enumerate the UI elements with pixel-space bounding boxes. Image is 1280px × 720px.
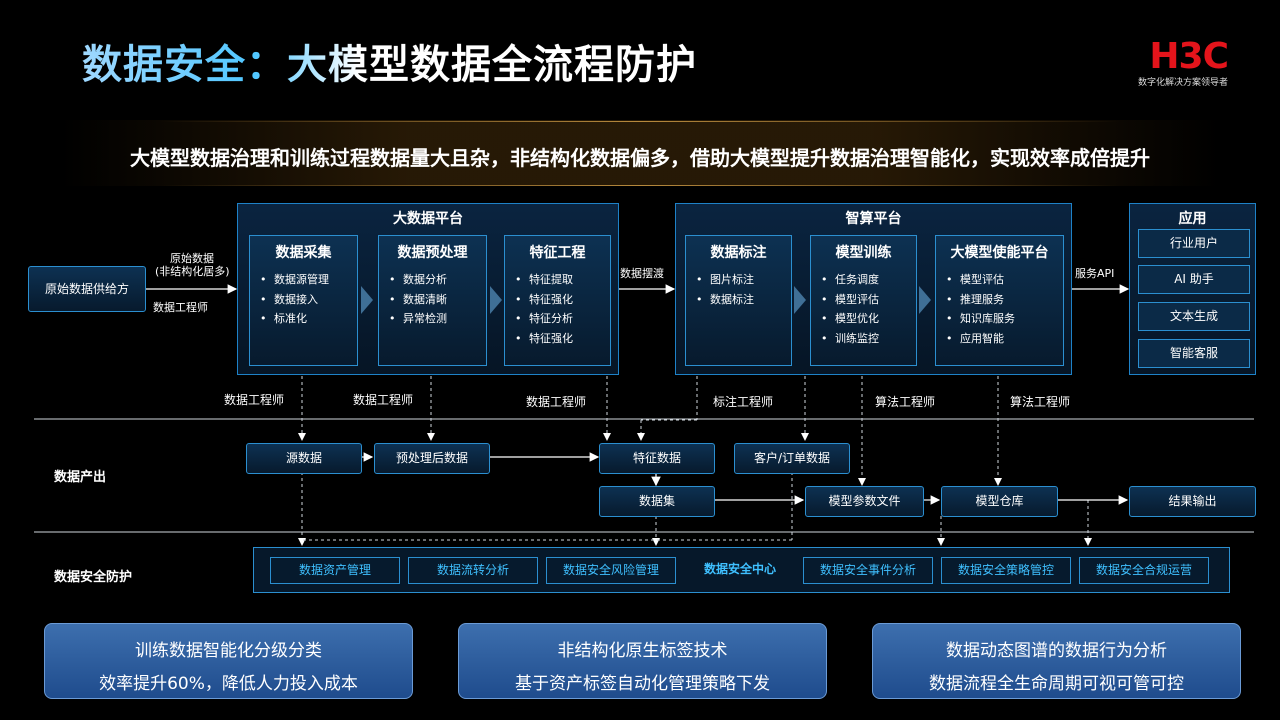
module-item: 任务调度: [821, 270, 916, 290]
highlight-detail: 基于资产标签自动化管理策略下发: [515, 674, 770, 694]
source-role-label: 数据工程师: [153, 301, 208, 314]
app-text-generation[interactable]: 文本生成: [1138, 302, 1250, 331]
role-label: 算法工程师: [875, 395, 936, 409]
highlight-card: 非结构化原生标签技术 基于资产标签自动化管理策略下发: [458, 623, 827, 699]
h3c-logo: H3C: [1149, 36, 1229, 77]
output-preprocessed-data[interactable]: 预处理后数据: [374, 443, 490, 474]
module-title: 数据标注: [710, 245, 767, 261]
module-feature-engineering[interactable]: 特征工程 特征提取 特征强化 特征分析 特征强化: [504, 235, 611, 366]
module-llm-enablement[interactable]: 大模型使能平台 模型评估 推理服务 知识库服务 应用智能: [935, 235, 1064, 366]
sec-data-event-analysis[interactable]: 数据安全事件分析: [803, 557, 933, 584]
role-label: 数据工程师: [224, 393, 285, 407]
module-title: 大模型使能平台: [950, 245, 1049, 261]
app-ai-assistant[interactable]: AI 助手: [1138, 265, 1250, 294]
module-data-preprocessing[interactable]: 数据预处理 数据分析 数据清晰 异常检测: [378, 235, 487, 366]
raw-data-label: 原始数据: [170, 252, 214, 265]
output-result[interactable]: 结果输出: [1129, 486, 1256, 517]
output-dataset[interactable]: 数据集: [599, 486, 715, 517]
data-security-section-label: 数据安全防护: [54, 570, 133, 585]
module-item: 数据标注: [696, 290, 791, 310]
output-model-repository[interactable]: 模型仓库: [941, 486, 1058, 517]
highlight-title: 非结构化原生标签技术: [557, 641, 728, 661]
module-item: 推理服务: [946, 290, 1063, 310]
module-item: 数据源管理: [260, 270, 357, 290]
highlight-card: 数据动态图谱的数据行为分析 数据流程全生命周期可视可管可控: [872, 623, 1241, 699]
compute-platform: 智算平台 数据标注 图片标注 数据标注 模型训练 任务调度 模型评估 模型优化 …: [675, 203, 1072, 375]
module-data-annotation[interactable]: 数据标注 图片标注 数据标注: [685, 235, 792, 366]
big-data-platform-title: 大数据平台: [393, 211, 463, 227]
chevron-right-icon: [919, 286, 931, 314]
subtitle: 大模型数据治理和训练过程数据量大且杂，非结构化数据偏多，借助大模型提升数据治理智…: [130, 146, 1150, 170]
highlight-title: 训练数据智能化分级分类: [135, 641, 322, 661]
module-title: 数据采集: [275, 245, 332, 261]
role-label: 数据工程师: [353, 393, 414, 407]
subtitle-band: [60, 120, 1220, 186]
module-item: 模型评估: [946, 270, 1063, 290]
module-item: 特征分析: [515, 309, 610, 329]
data-output-section-label: 数据产出: [54, 470, 107, 485]
applications-title: 应用: [1178, 211, 1207, 227]
module-title: 数据预处理: [397, 245, 468, 261]
chevron-right-icon: [361, 286, 373, 314]
highlight-detail: 数据流程全生命周期可视可管可控: [929, 674, 1184, 694]
raw-data-provider-box[interactable]: 原始数据供给方: [28, 266, 146, 312]
chevron-right-icon: [490, 286, 502, 314]
module-item: 标准化: [260, 309, 357, 329]
chevron-right-icon: [794, 286, 806, 314]
big-data-platform: 大数据平台 数据采集 数据源管理 数据接入 标准化 数据预处理 数据分析 数据清…: [237, 203, 619, 375]
sec-data-compliance-ops[interactable]: 数据安全合规运营: [1079, 557, 1209, 584]
unstructured-note-label: (非结构化居多): [155, 265, 230, 278]
module-item: 数据分析: [389, 270, 486, 290]
module-title: 特征工程: [529, 245, 586, 261]
app-smart-customer-service[interactable]: 智能客服: [1138, 339, 1250, 368]
module-item: 训练监控: [821, 329, 916, 349]
module-item: 应用智能: [946, 329, 1063, 349]
sec-data-policy-control[interactable]: 数据安全策略管控: [941, 557, 1071, 584]
module-item: 特征提取: [515, 270, 610, 290]
module-item: 模型评估: [821, 290, 916, 310]
role-label: 数据工程师: [526, 395, 587, 409]
sec-data-security-center[interactable]: 数据安全中心: [703, 562, 776, 576]
module-item: 特征强化: [515, 290, 610, 310]
highlight-card: 训练数据智能化分级分类 效率提升60%，降低人力投入成本: [44, 623, 413, 699]
module-item: 异常检测: [389, 309, 486, 329]
module-item: 模型优化: [821, 309, 916, 329]
module-item: 数据清晰: [389, 290, 486, 310]
subtitle-divider-top: [160, 121, 1120, 122]
service-api-label: 服务API: [1075, 267, 1115, 280]
highlight-detail: 效率提升60%，降低人力投入成本: [99, 674, 358, 694]
module-data-collection[interactable]: 数据采集 数据源管理 数据接入 标准化: [249, 235, 358, 366]
module-item: 图片标注: [696, 270, 791, 290]
output-source-data[interactable]: 源数据: [246, 443, 362, 474]
module-item: 特征强化: [515, 329, 610, 349]
data-transfer-label: 数据摆渡: [620, 267, 664, 280]
sec-data-asset-management[interactable]: 数据资产管理: [270, 557, 400, 584]
module-item: 知识库服务: [946, 309, 1063, 329]
logo-tagline: 数字化解决方案领导者: [1137, 78, 1228, 88]
output-customer-order-data[interactable]: 客户/订单数据: [734, 443, 850, 474]
page-title: 数据安全：大模型数据全流程防护: [82, 32, 697, 90]
app-industry-users[interactable]: 行业用户: [1138, 229, 1250, 258]
subtitle-divider-bottom: [160, 185, 1120, 186]
module-model-training[interactable]: 模型训练 任务调度 模型评估 模型优化 训练监控: [810, 235, 917, 366]
role-label: 标注工程师: [713, 395, 774, 409]
output-feature-data[interactable]: 特征数据: [599, 443, 715, 474]
highlight-title: 数据动态图谱的数据行为分析: [946, 641, 1167, 661]
compute-platform-title: 智算平台: [845, 211, 902, 227]
module-title: 模型训练: [835, 245, 892, 261]
module-item: 数据接入: [260, 290, 357, 310]
sec-data-flow-analysis[interactable]: 数据流转分析: [408, 557, 538, 584]
output-model-params-file[interactable]: 模型参数文件: [805, 486, 924, 517]
role-label: 算法工程师: [1010, 395, 1071, 409]
sec-data-risk-management[interactable]: 数据安全风险管理: [546, 557, 676, 584]
